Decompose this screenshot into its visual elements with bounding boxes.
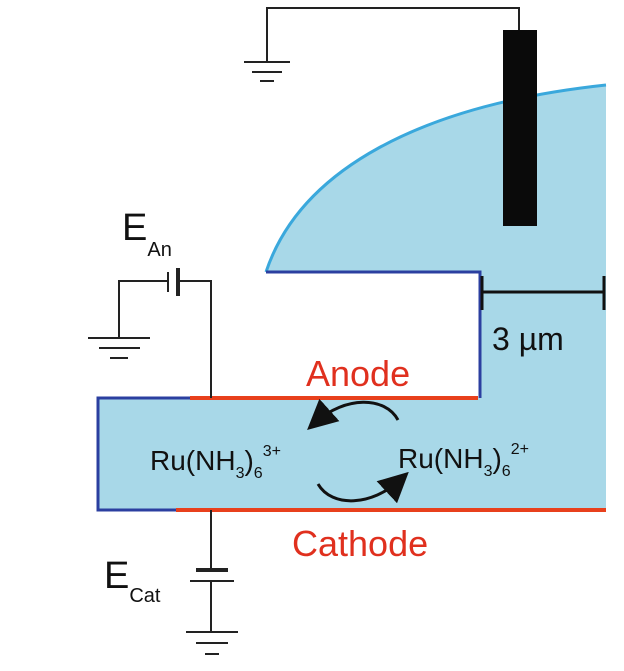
probe-electrode: [503, 30, 537, 226]
anode-bias-circuit: [88, 268, 212, 398]
solution-fill: [98, 85, 606, 510]
probe-circuit: [244, 7, 520, 82]
reduced-species-label: Ru(NH3)62+: [398, 441, 529, 480]
oxidation-arrow: [307, 398, 400, 431]
anode-label: Anode: [306, 353, 410, 394]
gap-width-label: 3 µm: [492, 321, 564, 357]
reduction-arrow: [316, 471, 409, 504]
cathode-potential-label: ECat: [104, 555, 161, 607]
cathode-label: Cathode: [292, 523, 428, 564]
cathode-bias-circuit: [186, 510, 238, 655]
channel-outline-top: [266, 270, 482, 398]
anode-potential-label: EAn: [122, 207, 172, 261]
gap-scale-bar: [480, 276, 606, 310]
oxidized-species-label: Ru(NH3)63+: [150, 443, 281, 482]
channel-outline-left: [96, 396, 190, 512]
